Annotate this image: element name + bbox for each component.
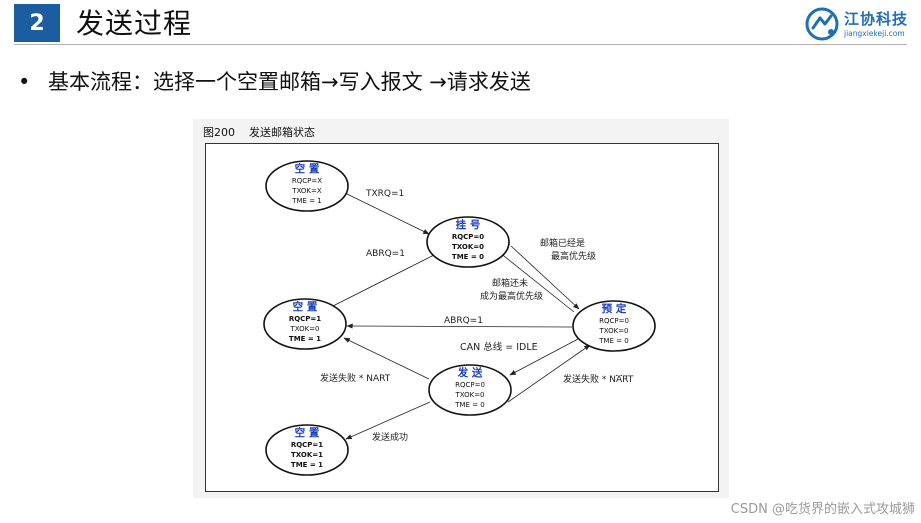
label-nart-overline: NART [609,375,633,385]
state-line: TME = 0 [452,253,484,261]
label-tx-fail-prefix: 发送失败 * [563,373,609,385]
edge-txrq [344,192,430,235]
edge-tx-success [345,401,431,440]
label-tx-fail-nart-bar: 发送失败 * NART [563,373,634,385]
state-line: TXOK=1 [291,451,323,459]
state-line: TME = 1 [291,197,322,205]
logo-url: jiangxiekeji.com [844,29,905,38]
label-highest-priority-2: 最高优先级 [551,250,596,262]
edge-abrq-scheduled [346,323,573,329]
state-line: RQCP=1 [289,315,321,323]
label-abrq-pending: ABRQ=1 [366,249,405,259]
state-diagram-figure: 图200 发送邮箱状态 TXRQ=1 ABRQ=1 邮箱已经是 最高优先级 [193,119,729,498]
state-title: 挂 号 [456,218,481,231]
state-line: RQCP=X [292,177,322,185]
state-line: TME = 0 [598,337,629,345]
bullet-item: • 基本流程：选择一个空置邮箱→写入报文 →请求发送 [18,66,531,96]
state-title: 空 置 [293,300,318,313]
state-line: RQCP=1 [291,441,323,449]
label-can-idle: CAN 总线 = IDLE [460,341,538,353]
edge-abrq-pending [326,254,435,310]
label-abrq-scheduled: ABRQ=1 [444,316,483,326]
label-not-highest-1: 邮箱还未 [492,277,528,289]
label-highest-priority-1: 邮箱已经是 [540,237,585,249]
bullet-dot-icon: • [18,70,31,94]
slide-title: 发送过程 [76,7,193,40]
state-line: RQCP=0 [455,381,485,389]
edge-not-highest [498,251,575,313]
label-tx-fail-nart: 发送失败 * NART [320,372,391,384]
figure-number: 图200 [203,126,235,139]
state-line: TME = 1 [289,335,321,343]
edge-tx-fail-nart [343,337,430,380]
state-line: TME = 0 [454,401,485,409]
label-not-highest-2: 成为最高优先级 [480,290,543,302]
figure-caption: 图200 发送邮箱状态 [203,124,329,140]
state-line: RQCP=0 [452,233,484,241]
brand-logo: 江协科技 jiangxiekeji.com [804,6,914,42]
state-empty-bottom: 空 置 RQCP=1 TXOK=1 TME = 1 [265,424,349,476]
state-line: TXOK=0 [454,391,484,399]
state-empty-mid: 空 置 RQCP=1 TXOK=0 TME = 1 [263,298,347,350]
state-scheduled: 预 定 RQCP=0 TXOK=0 TME = 0 [572,300,656,352]
section-number-badge: 2 [14,4,60,42]
logo-icon [805,7,839,41]
logo-name: 江协科技 [844,10,909,28]
state-pending: 挂 号 RQCP=0 TXOK=0 TME = 0 [426,216,510,268]
state-title: 发 送 [457,366,483,379]
diagram-frame: TXRQ=1 ABRQ=1 邮箱已经是 最高优先级 邮箱还未 成为最高优先级 A… [205,143,719,492]
edge-tx-fail-nart-bar [507,344,591,403]
header-divider [14,44,907,45]
label-txrq: TXRQ=1 [365,189,404,199]
state-line: TXOK=0 [289,325,319,333]
bullet-text: 基本流程：选择一个空置邮箱→写入报文 →请求发送 [48,70,531,94]
watermark: CSDN @吃货界的嵌入式攻城狮 [730,502,915,517]
state-diagram: TXRQ=1 ABRQ=1 邮箱已经是 最高优先级 邮箱还未 成为最高优先级 A… [263,160,656,476]
state-line: TME = 1 [291,461,323,469]
figure-title: 发送邮箱状态 [249,126,315,139]
state-title: 空 置 [295,162,320,175]
state-title: 预 定 [602,302,627,315]
state-title: 空 置 [295,426,320,439]
state-line: TXOK=0 [598,327,628,335]
state-transmit: 发 送 RQCP=0 TXOK=0 TME = 0 [428,364,512,416]
state-empty-top: 空 置 RQCP=X TXOK=X TME = 1 [265,160,349,212]
state-line: TXOK=X [291,187,322,195]
edge-highest-priority [510,245,580,310]
label-tx-success: 发送成功 [372,431,408,443]
edge-can-idle [509,338,579,376]
slide-header: 2 发送过程 江协科技 jiangxiekeji.com [0,0,921,50]
state-line: RQCP=0 [599,317,629,325]
state-line: TXOK=0 [452,243,484,251]
